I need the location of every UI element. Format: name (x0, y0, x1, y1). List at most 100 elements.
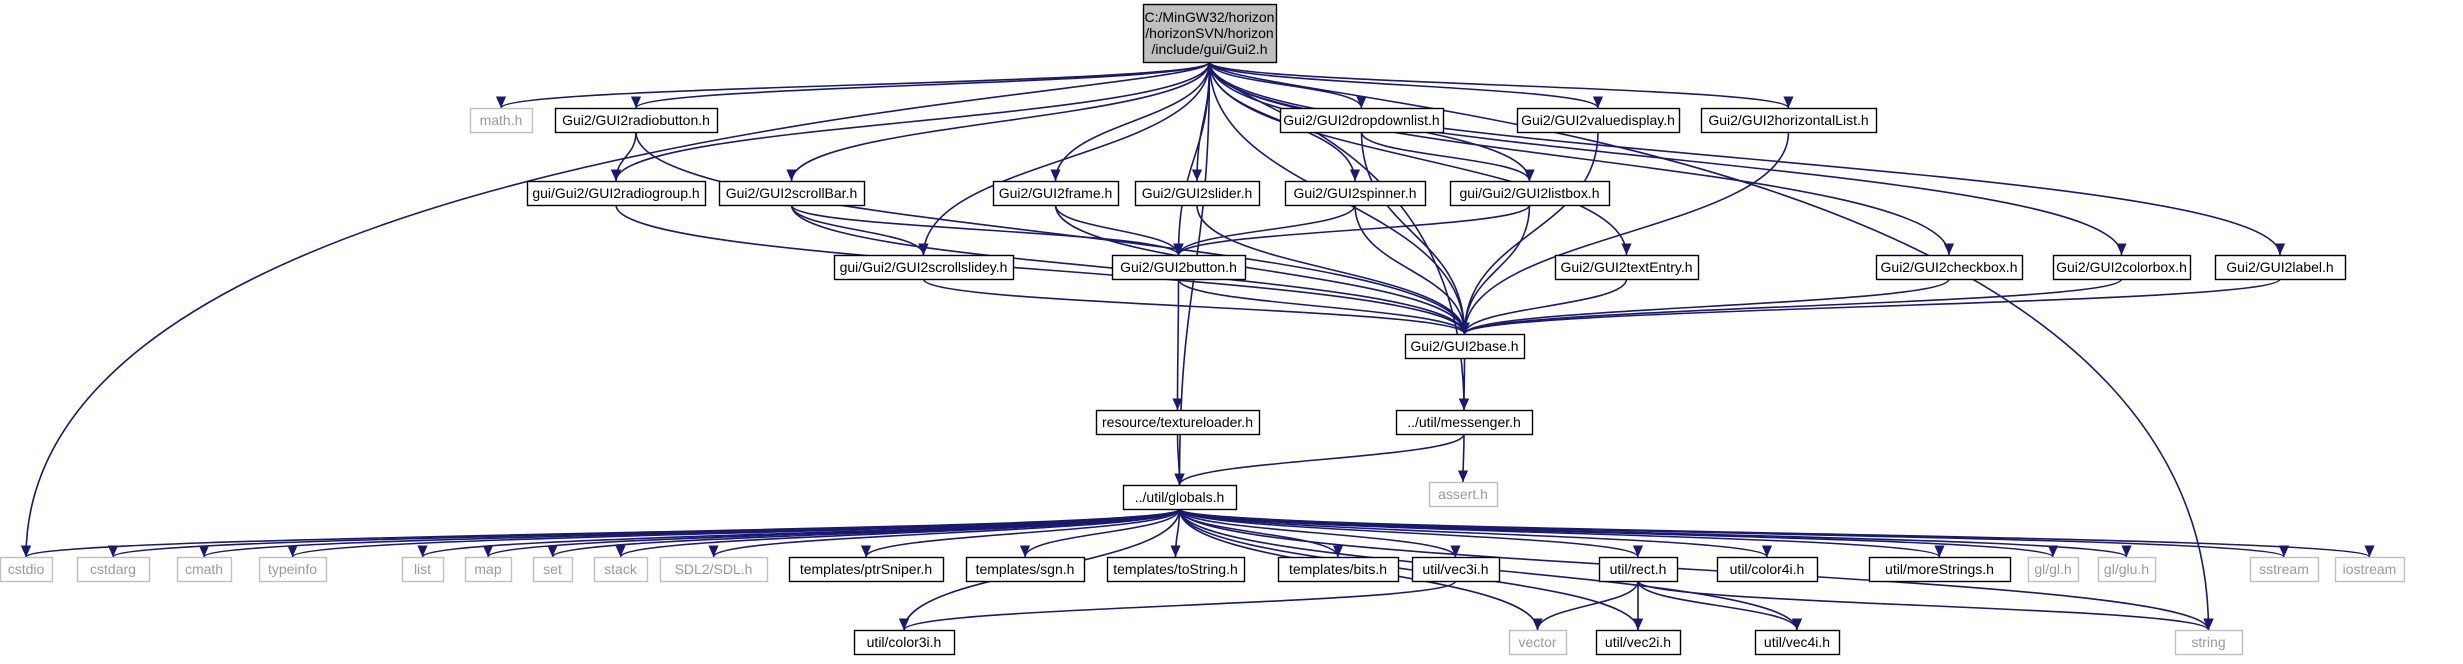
node-sstream[interactable]: sstream (2249, 556, 2320, 583)
node-rect[interactable]: util/rect.h (1598, 556, 1679, 583)
node-label: ../util/messenger.h (1407, 414, 1521, 430)
edge-path (1174, 433, 1465, 486)
node-label: Gui2/GUI2valuedisplay.h (1521, 112, 1675, 128)
node-label: sstream (2259, 561, 2309, 577)
edge-path (1173, 61, 1211, 256)
edge-dropdownlist-to-listbox (1360, 131, 1535, 182)
node-label: C:/MinGW32/horizon (1145, 9, 1275, 25)
edge-path (1178, 508, 2375, 558)
edge-path (1173, 204, 1356, 256)
edge-path (1050, 61, 1211, 182)
edge-label-to-base (1459, 278, 2281, 335)
edge-globals-to-cstdio (21, 508, 1181, 558)
node-color3i[interactable]: util/color3i.h (853, 629, 956, 656)
node-label: resource/textureloader.h (1102, 414, 1253, 430)
node-vec2i[interactable]: util/vec2i.h (1595, 629, 1682, 656)
node-glu[interactable]: gl/glu.h (2097, 556, 2157, 583)
node-vector[interactable]: vector (1508, 629, 1568, 656)
node-assert[interactable]: assert.h (1428, 481, 1499, 508)
node-tostring[interactable]: templates/toString.h (1106, 556, 1246, 583)
node-label: /include/gui/Gui2.h (1152, 41, 1268, 57)
node-list[interactable]: list (401, 556, 445, 583)
edge-rect-to-string (1637, 580, 2214, 631)
node-horizontallist[interactable]: Gui2/GUI2horizontalList.h (1700, 107, 1878, 134)
node-colorbox[interactable]: Gui2/GUI2colorbox.h (2052, 254, 2192, 281)
edge-globals-to-vec2i (1178, 508, 1644, 631)
node-box (1449, 180, 1611, 207)
node-globals[interactable]: ../util/globals.h (1122, 484, 1238, 511)
node-messenger[interactable]: ../util/messenger.h (1395, 409, 1534, 436)
edge-globals-to-rect (1178, 508, 1643, 558)
edge-path (1054, 204, 1470, 335)
node-color4i[interactable]: util/color4i.h (1716, 556, 1819, 583)
node-label: util/moreStrings.h (1885, 561, 1994, 577)
node-cstdio[interactable]: cstdio (0, 556, 54, 583)
node-radiogroup[interactable]: gui/Gui2/GUI2radiogroup.h (526, 180, 707, 207)
node-label: Gui2/GUI2checkbox.h (1881, 259, 2018, 275)
edge-textureloader-to-globals (1174, 433, 1185, 486)
node-vec3i[interactable]: util/vec3i.h (1411, 556, 1501, 583)
node-box (1111, 254, 1247, 281)
node-box (1095, 409, 1261, 436)
node-dropdownlist[interactable]: Gui2/GUI2dropdownlist.h (1279, 107, 1445, 134)
edge-frame-to-base (1054, 204, 1470, 335)
edge-path (1173, 204, 1531, 256)
node-box (659, 556, 769, 583)
node-scrollbar[interactable]: Gui2/GUI2scrollBar.h (718, 180, 866, 207)
node-stack[interactable]: stack (593, 556, 649, 583)
edge-scrollslidey-to-base (922, 278, 1470, 335)
edge-path (615, 204, 1470, 335)
edge-path (610, 131, 637, 182)
node-string[interactable]: string (2174, 629, 2244, 656)
node-morestrings[interactable]: util/moreStrings.h (1868, 556, 2012, 583)
node-set[interactable]: set (532, 556, 574, 583)
node-scrollslidey[interactable]: gui/Gui2/GUI2scrollslidey.h (833, 254, 1015, 281)
node-base[interactable]: Gui2/GUI2base.h (1404, 333, 1526, 360)
node-cstdarg[interactable]: cstdarg (76, 556, 151, 583)
node-button[interactable]: Gui2/GUI2button.h (1111, 254, 1247, 281)
node-textureloader[interactable]: resource/textureloader.h (1095, 409, 1261, 436)
node-ptrsniper[interactable]: templates/ptrSniper.h (788, 556, 945, 583)
edge-globals-to-ptrsniper (861, 508, 1181, 558)
node-valuedisplay[interactable]: Gui2/GUI2valuedisplay.h (1516, 107, 1681, 134)
edge-path (417, 508, 1181, 558)
edge-path (1532, 580, 1639, 631)
node-listbox[interactable]: gui/Gui2/GUI2listbox.h (1449, 180, 1611, 207)
edge-path (861, 508, 1181, 558)
node-textentry[interactable]: Gui2/GUI2textEntry.h (1554, 254, 1700, 281)
node-typeinfo[interactable]: typeinfo (258, 556, 328, 583)
edge-checkbox-to-base (1459, 278, 1950, 335)
edge-path (1457, 433, 1469, 483)
node-vec4i[interactable]: util/vec4i.h (1754, 629, 1841, 656)
node-box (833, 254, 1015, 281)
node-iostream[interactable]: iostream (2334, 556, 2406, 583)
edge-path (1459, 278, 2123, 335)
node-radiobutton[interactable]: Gui2/GUI2radiobutton.h (554, 107, 719, 134)
node-map[interactable]: map (464, 556, 513, 583)
node-checkbox[interactable]: Gui2/GUI2checkbox.h (1875, 254, 2024, 281)
node-frame[interactable]: Gui2/GUI2frame.h (992, 180, 1120, 207)
node-root[interactable]: C:/MinGW32/horizon/horizonSVN/horizon/in… (1142, 3, 1278, 64)
node-slider[interactable]: Gui2/GUI2slider.h (1134, 180, 1261, 207)
edge-globals-to-stack (615, 508, 1181, 558)
node-cmath[interactable]: cmath (176, 556, 233, 583)
node-math[interactable]: math.h (469, 107, 534, 134)
edge-root-to-math (496, 61, 1211, 109)
edge-path (1019, 508, 1181, 558)
node-box (469, 107, 534, 134)
node-label: set (543, 561, 562, 577)
node-label: Gui2/GUI2horizontalList.h (1708, 112, 1868, 128)
node-bits[interactable]: templates/bits.h (1277, 556, 1400, 583)
nodes-layer: C:/MinGW32/horizon/horizonSVN/horizon/in… (0, 3, 2406, 656)
node-gl[interactable]: gl/gl.h (2027, 556, 2080, 583)
node-sgn[interactable]: templates/sgn.h (965, 556, 1086, 583)
edge-path (922, 278, 1470, 335)
node-spinner[interactable]: Gui2/GUI2spinner.h (1284, 180, 1427, 207)
node-label: stack (604, 561, 638, 577)
node-box (532, 556, 574, 583)
node-sdl[interactable]: SDL2/SDL.h (659, 556, 769, 583)
node-label[interactable]: Gui2/GUI2label.h (2214, 254, 2347, 281)
edge-button-to-base (1177, 278, 1470, 335)
node-box (2249, 556, 2320, 583)
